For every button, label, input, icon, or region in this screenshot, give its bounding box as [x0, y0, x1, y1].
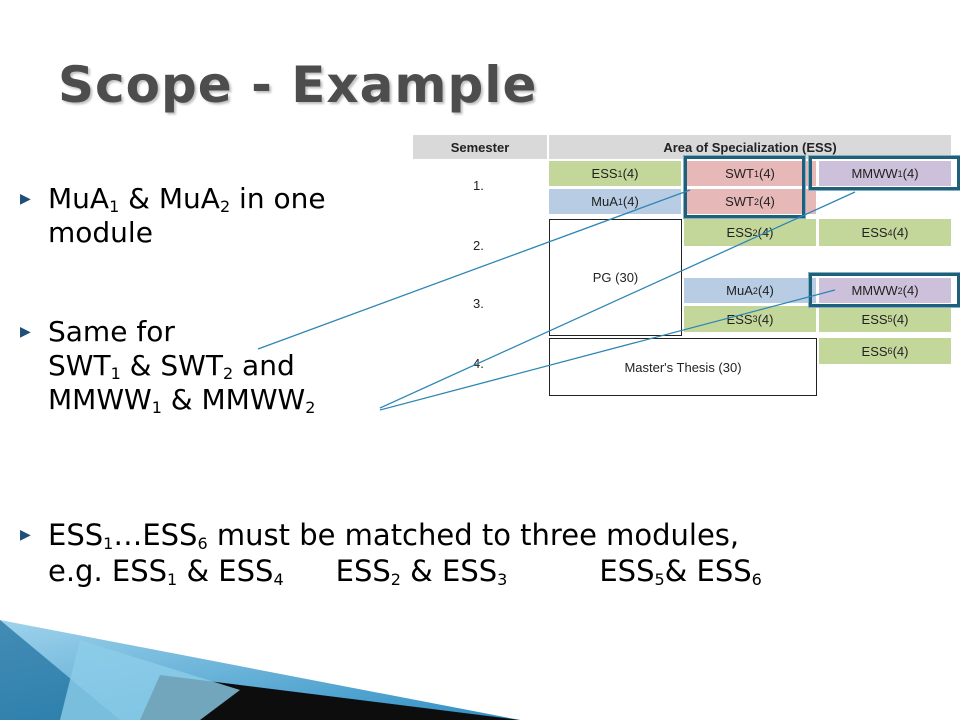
connector-mmww1	[379, 191, 856, 409]
footer-decoration	[0, 620, 520, 720]
highlight-swt	[684, 156, 805, 218]
bullet-arrow-icon: ▶	[20, 191, 31, 207]
bullet-arrow-icon: ▶	[20, 527, 31, 543]
connector-swt	[257, 189, 691, 350]
cell-thesis: Master's Thesis (30)	[549, 338, 817, 396]
highlight-mmww2	[809, 273, 960, 307]
bullet-arrow-icon: ▶	[20, 324, 31, 340]
bullet-same-for-line1: Same for	[48, 315, 175, 348]
semester-1: 1.	[473, 177, 484, 193]
bullet-same-for: ▶ Same for SWT1 & SWT2 and MMWW1 & MMWW2	[20, 315, 316, 417]
specialization-table: Semester Area of Specialization (ESS) 1.…	[413, 135, 960, 397]
cell-pg: PG (30)	[549, 219, 682, 336]
highlight-mmww1	[809, 156, 960, 190]
slide-title: Scope - Example	[58, 56, 538, 114]
bullet-mua: ▶ MuA1 & MuA2 in one module	[20, 182, 326, 250]
semester-2: 2.	[473, 237, 484, 253]
bullet-ess-line1: ESS1…ESS6 must be matched to three modul…	[48, 518, 740, 553]
header-area: Area of Specialization (ESS)	[549, 135, 951, 159]
cell-ess2: ESS2 (4)	[684, 219, 816, 246]
semester-3: 3.	[473, 295, 484, 311]
bullet-mua-line1: MuA1 & MuA2 in one	[48, 182, 326, 216]
header-semester: Semester	[413, 135, 547, 159]
bullet-mua-line2: module	[48, 216, 153, 249]
bullet-ess-matching: ▶ ESS1…ESS6 must be matched to three mod…	[20, 517, 762, 589]
bullet-same-for-line2: SWT1 & SWT2 and	[48, 349, 295, 383]
connector-mmww2	[379, 289, 836, 411]
bullet-same-for-line3: MMWW1 & MMWW2	[48, 383, 316, 417]
